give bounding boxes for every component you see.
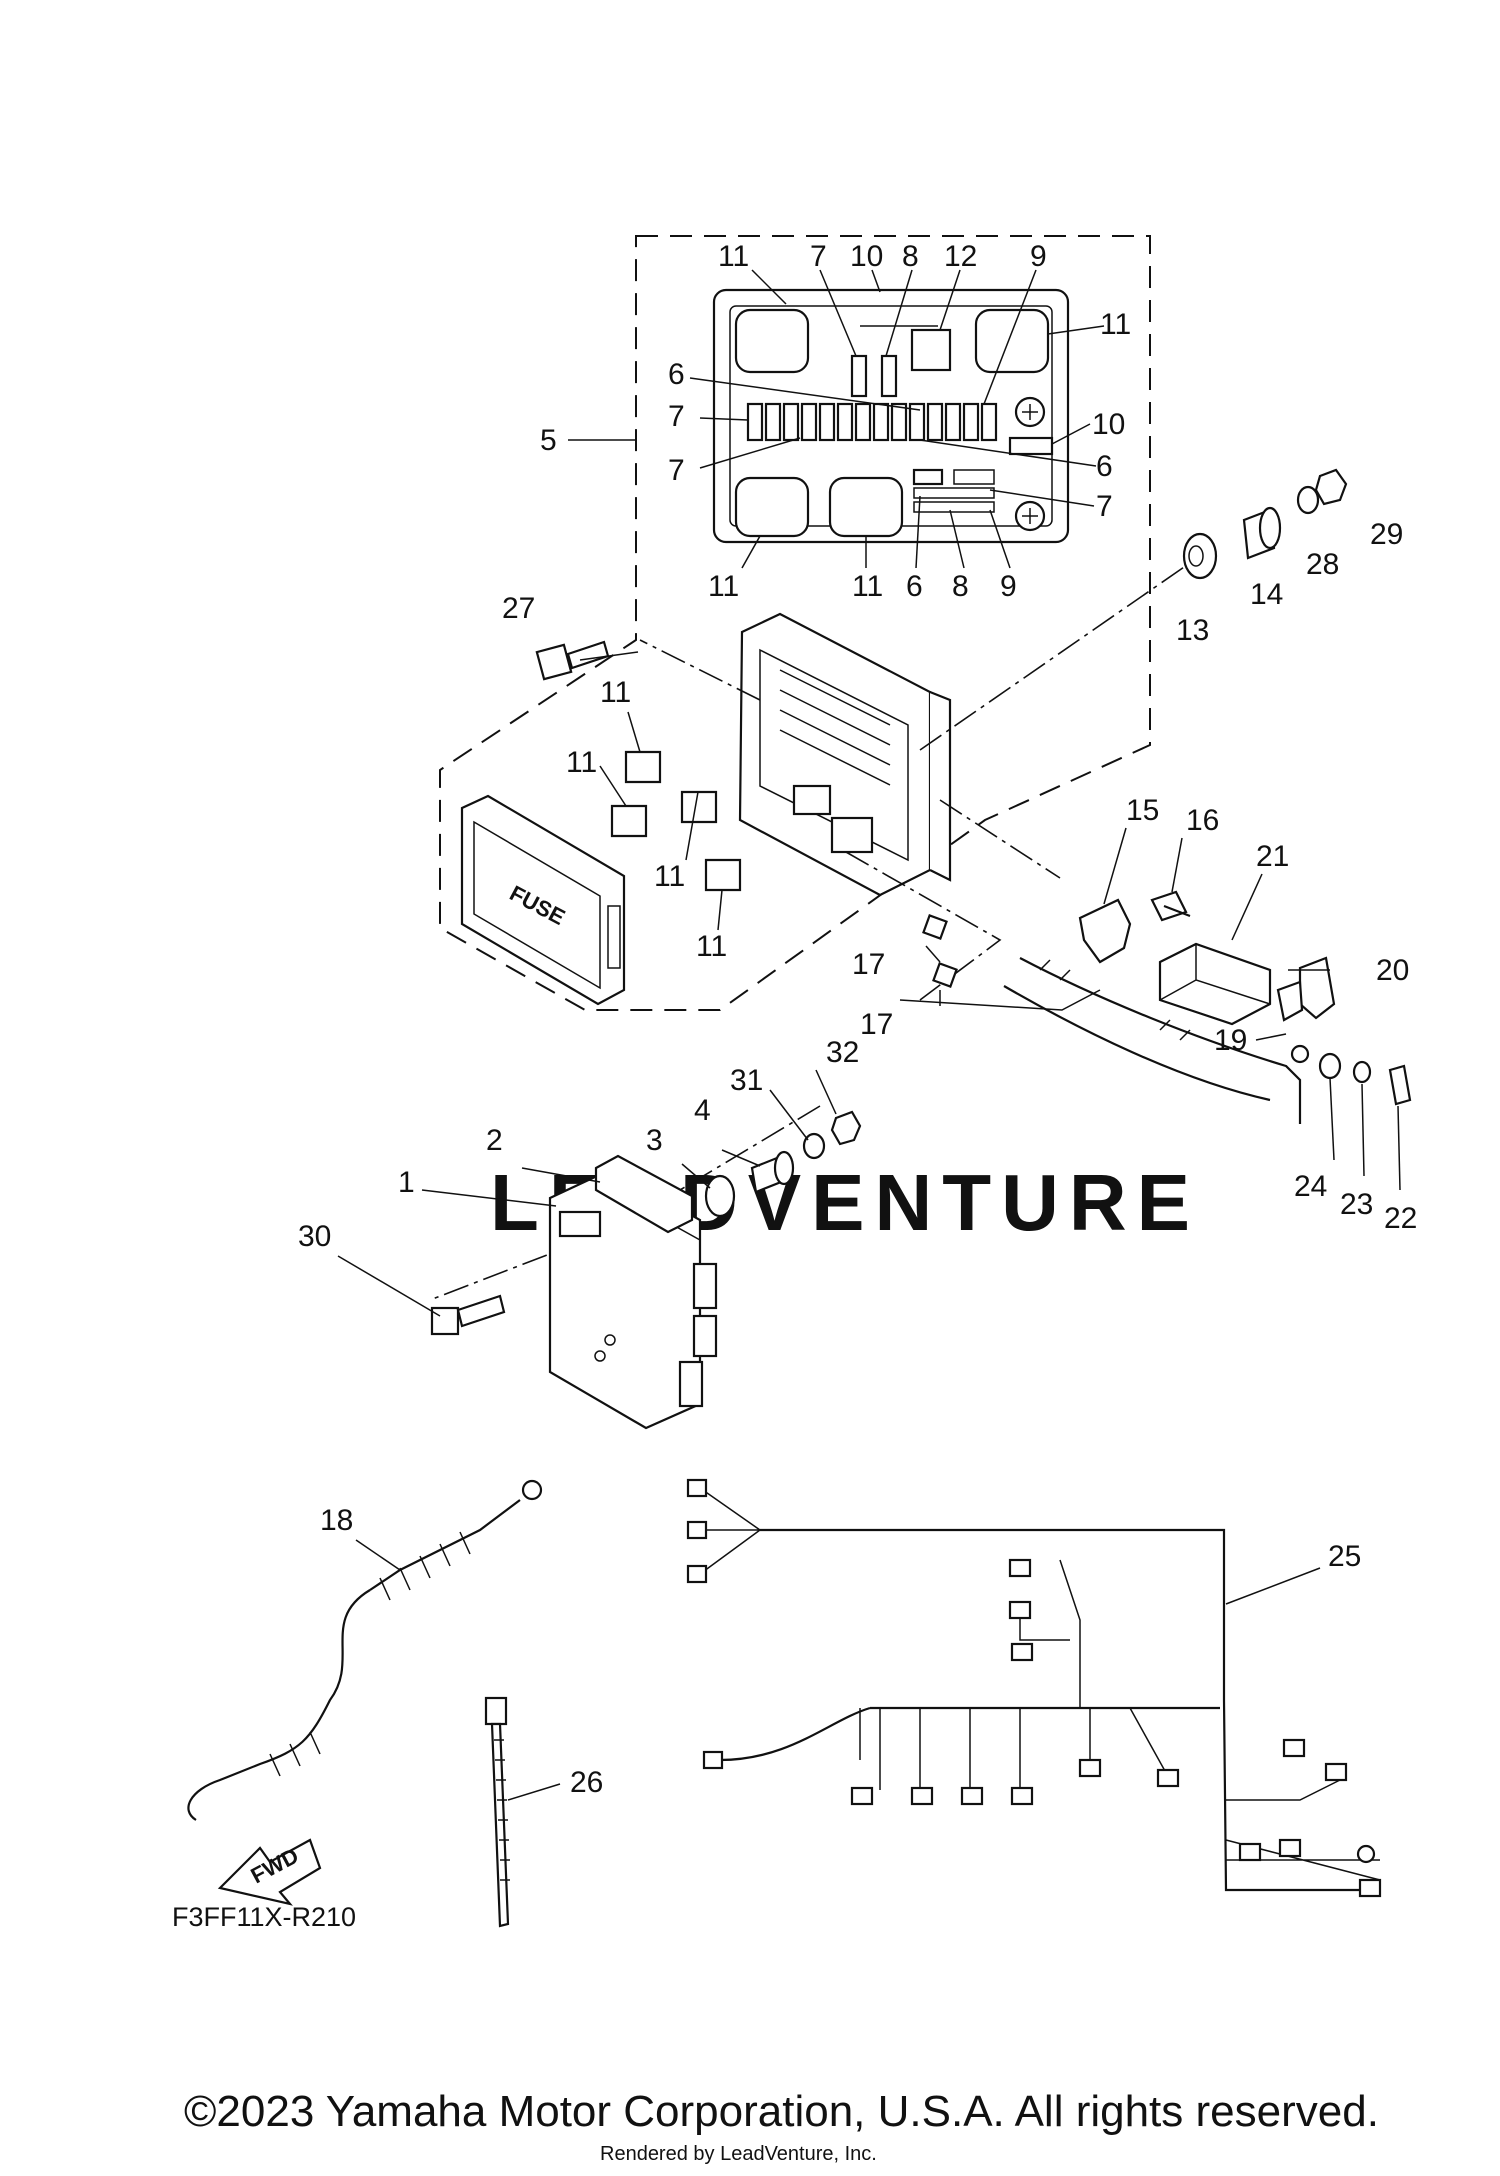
callout-7: 7 [1096,490,1113,523]
wire-harness-25[interactable] [686,1478,1382,1898]
callout-23: 23 [1340,1188,1373,1221]
ecu-unit[interactable] [548,1168,718,1430]
callout-32: 32 [826,1036,859,1069]
rendered-by: Rendered by LeadVenture, Inc. [600,2143,877,2165]
callout-10: 10 [850,240,883,273]
callout-28: 28 [1306,548,1339,581]
callout-9: 9 [1030,240,1047,273]
leader-lines [337,269,1401,1801]
callout-11: 11 [654,860,685,893]
copyright-notice: ©2023 Yamaha Motor Corporation, U.S.A. A… [184,2087,1379,2136]
callout-6: 6 [668,358,685,391]
callout-8: 8 [952,570,969,603]
nut-32[interactable] [830,1110,862,1146]
bolt-22[interactable] [1388,1064,1412,1106]
bracket-15[interactable] [1078,898,1132,964]
callout-7: 7 [668,400,685,433]
fuse-box-connector[interactable] [830,816,874,854]
callout-16: 16 [1186,804,1219,837]
bolt-30[interactable] [430,1294,506,1336]
fuse-box-connector[interactable] [792,784,832,816]
callout-31: 31 [730,1064,763,1097]
callout-20: 20 [1376,954,1409,987]
fuse-cover[interactable]: FUSE [460,794,626,1006]
callout-13: 13 [1176,614,1209,647]
callout-11: 11 [1100,308,1131,341]
callout-17: 17 [852,948,885,981]
callout-12: 12 [944,240,977,273]
callout-9: 9 [1000,570,1017,603]
callout-labels: 11 7 10 8 12 9 11 6 7 10 7 6 7 11 11 6 8… [298,240,1417,1799]
callout-6: 6 [1096,450,1113,483]
callout-26: 26 [570,1766,603,1799]
terminal-cap-20[interactable] [1276,956,1336,1022]
callout-11: 11 [696,930,727,963]
nut-29[interactable] [1314,468,1348,506]
grommet-3[interactable] [704,1174,736,1218]
callout-8: 8 [902,240,919,273]
callout-7: 7 [668,454,685,487]
ecu-bracket-2[interactable] [594,1154,694,1234]
sensor-cable-18[interactable] [187,1479,543,1821]
starter-relay-21[interactable] [1158,942,1272,1026]
bolt-27[interactable] [535,640,610,681]
callout-6: 6 [906,570,923,603]
callout-3: 3 [646,1124,663,1157]
bolt-16[interactable] [1150,890,1191,922]
callout-11: 11 [718,240,749,273]
callout-22: 22 [1384,1202,1417,1235]
callout-18: 18 [320,1504,353,1537]
cable-tie-26[interactable] [484,1696,510,1928]
washer-28[interactable] [1296,485,1320,515]
callout-29: 29 [1370,518,1403,551]
collar-14[interactable] [1242,506,1282,560]
washer-31[interactable] [802,1132,826,1160]
nut-17a[interactable] [922,914,948,940]
callout-7: 7 [810,240,827,273]
washer-24[interactable] [1318,1052,1342,1080]
washer-23[interactable] [1352,1060,1372,1084]
collar-4[interactable] [750,1150,795,1194]
callout-11: 11 [600,676,631,709]
callout-17: 17 [860,1008,893,1041]
battery-cable-19[interactable] [1003,957,1310,1124]
callout-25: 25 [1328,1540,1361,1573]
callout-5: 5 [540,424,557,457]
callout-11: 11 [852,570,883,603]
diagram-reference-code: F3FF11X-R210 [172,1902,356,1932]
callout-30: 30 [298,1220,331,1253]
fusebox-assembly-boundary [439,235,1151,1011]
callout-15: 15 [1126,794,1159,827]
callout-10: 10 [1092,408,1125,441]
callout-27: 27 [502,592,535,625]
callout-4: 4 [694,1094,711,1127]
callout-14: 14 [1250,578,1283,611]
fwd-arrow: FWD [217,1838,322,1906]
callout-2: 2 [486,1124,503,1157]
callout-1: 1 [398,1166,415,1199]
relay[interactable] [610,750,742,892]
callout-24: 24 [1294,1170,1327,1203]
fuse-box-top-view[interactable] [712,288,1070,544]
callout-11: 11 [566,746,597,779]
callout-21: 21 [1256,840,1289,873]
nut-17b[interactable] [932,962,958,988]
grommet-13[interactable] [1182,532,1218,580]
callout-11: 11 [708,570,739,603]
callout-19: 19 [1214,1024,1247,1057]
